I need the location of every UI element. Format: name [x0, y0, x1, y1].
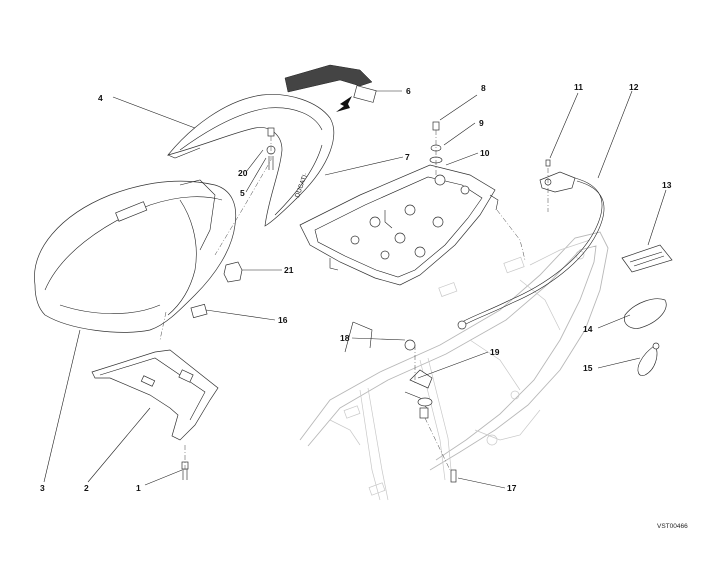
- tail-bracket: [91, 349, 219, 441]
- rear-subframe: [299, 231, 609, 501]
- callout-16: 16: [278, 315, 288, 325]
- callout-8: 8: [481, 83, 486, 93]
- seat-base-plate: [299, 164, 499, 286]
- callout-7: 7: [405, 152, 410, 162]
- callout-12: 12: [629, 82, 639, 92]
- callout-labels: 4 6 7 8 9 10 11 12 13 14 15 20 5 21 16 1…: [40, 82, 672, 493]
- rider-seat: [34, 179, 237, 333]
- assembly-center-lines: [159, 130, 549, 471]
- leader-lines: [43, 90, 667, 489]
- drawing-code: VST00466: [657, 523, 688, 530]
- callout-14: 14: [583, 324, 593, 334]
- callout-19: 19: [490, 347, 500, 357]
- callout-5: 5: [240, 188, 245, 198]
- callout-9: 9: [479, 118, 484, 128]
- callout-6: 6: [406, 86, 411, 96]
- callout-18: 18: [340, 333, 350, 343]
- callout-11: 11: [574, 82, 583, 92]
- hardware-parts: [181, 121, 673, 483]
- adhesive-strip: [284, 64, 377, 112]
- callout-13: 13: [662, 180, 672, 190]
- callout-21: 21: [284, 265, 294, 275]
- callout-20: 20: [238, 168, 248, 178]
- callout-10: 10: [480, 148, 490, 158]
- callout-1: 1: [136, 483, 141, 493]
- callout-3: 3: [40, 483, 45, 493]
- callout-17: 17: [507, 483, 517, 493]
- callout-2: 2: [84, 483, 89, 493]
- callout-4: 4: [98, 93, 103, 103]
- callout-15: 15: [583, 363, 593, 373]
